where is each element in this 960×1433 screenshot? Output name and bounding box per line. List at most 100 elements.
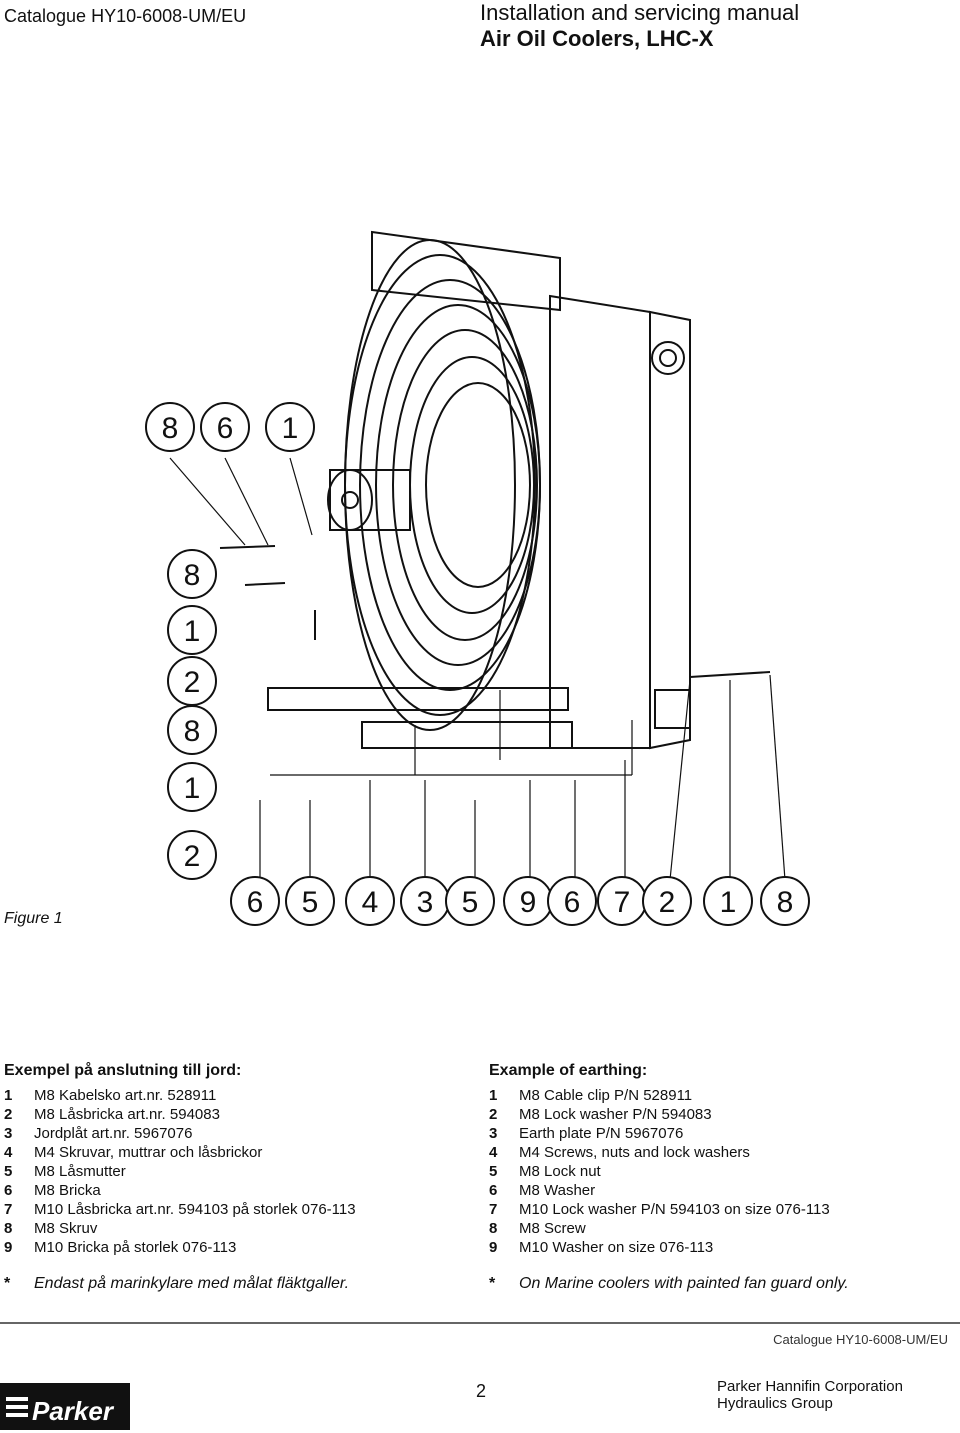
callout-side [167,549,217,880]
callout-label: 3 [417,886,434,919]
callout-label: 6 [247,886,264,919]
item-text: M8 Washer [519,1182,596,1199]
item-number: 4 [4,1144,13,1161]
item-number: 1 [489,1087,498,1104]
english-heading: Example of earthing: [489,1062,648,1079]
manual-title: Installation and servicing manual [480,0,800,25]
footer-divider [0,1322,960,1324]
company-block: Parker Hannifin Corporation Hydraulics G… [717,1378,903,1412]
item-number: 7 [4,1201,13,1218]
item-text: M8 Lock nut [519,1163,601,1180]
item-number: 6 [489,1182,498,1199]
figure-caption: Figure 1 [4,910,63,927]
item-number: 1 [4,1087,13,1104]
list-item: 5 M8 Låsmutter [4,1162,454,1181]
list-item: 6 M8 Bricka [4,1181,454,1200]
list-item: 3 Earth plate P/N 5967076 [489,1124,939,1143]
item-text: M4 Skruvar, muttrar och låsbrickor [34,1144,263,1161]
fan-motor [327,469,411,531]
item-number: 9 [4,1239,13,1256]
item-text: Jordplåt art.nr. 5967076 [34,1125,193,1142]
callout-bottom [230,876,810,926]
list-item: 7 M10 Låsbricka art.nr. 594103 på storlek… [4,1200,454,1219]
item-text: M8 Skruv [34,1220,98,1237]
base-foot-left [267,687,569,711]
item-number: 9 [489,1239,498,1256]
callout-6-top [200,402,250,452]
note-text: Endast på marinkylare med målat fläktgal… [34,1275,350,1292]
list-item: 9 M10 Washer on size 076-113 [489,1238,939,1257]
item-number: 6 [4,1182,13,1199]
callout-label: 4 [362,886,379,919]
note-asterisk: * [4,1275,11,1292]
callout-label: 5 [462,886,479,919]
english-note: *On Marine coolers with painted fan guar… [489,1275,939,1293]
callout-label: 1 [282,412,299,445]
parker-logo: Parker [0,1383,130,1430]
item-text: M10 Lock washer P/N 594103 on size 076-1… [519,1201,830,1218]
cooler-housing [371,230,561,312]
swedish-heading: Exempel på anslutning till jord: [4,1062,242,1079]
item-number: 2 [4,1106,13,1123]
callout-label: 2 [659,886,676,919]
callout-label: 8 [162,412,179,445]
item-text: M10 Låsbricka art.nr. 594103 på storlek … [34,1201,356,1218]
item-text: M10 Bricka på storlek 076-113 [34,1239,237,1256]
callout-label: 5 [302,886,319,919]
item-text: M8 Cable clip P/N 528911 [519,1087,693,1104]
swedish-parts-list: Exempel på anslutning till jord: 1 M8 Kab… [4,1062,454,1293]
callout-label: 6 [217,412,234,445]
list-item: 2 M8 Lock washer P/N 594083 [489,1105,939,1124]
swedish-note: * Endast på marinkylare med målat fläktga… [4,1275,454,1293]
callout-label: 8 [777,886,794,919]
list-item: 9 M10 Bricka på storlek 076-113 [4,1238,454,1257]
item-text: M8 Lock washer P/N 594083 [519,1106,712,1123]
svg-text:Parker: Parker [32,1396,115,1426]
item-text: M8 Kabelsko art.nr. 528911 [34,1087,217,1104]
list-item: 1 M8 Cable clip P/N 528911 [489,1086,939,1105]
item-number: 2 [489,1106,498,1123]
oil-port [651,341,685,375]
callout-label: 8 [184,715,201,748]
item-number: 3 [489,1125,498,1142]
item-number: 8 [4,1220,13,1237]
list-item: 3 Jordplåt art.nr. 5967076 [4,1124,454,1143]
item-number: 7 [489,1201,498,1218]
item-number: 3 [4,1125,13,1142]
callout-label: 1 [184,772,201,805]
item-number: 5 [4,1163,13,1180]
item-text: M8 Bricka [34,1182,101,1199]
list-item: 7 M10 Lock washer P/N 594103 on size 076-… [489,1200,939,1219]
note-asterisk: * [489,1275,496,1292]
callout-label: 7 [614,886,631,919]
item-text: M4 Screws, nuts and lock washers [519,1144,750,1161]
header-catalogue: Catalogue HY10-6008-UM/EU [4,6,247,26]
cooler-exploded-drawing: 8 6 1 8 1 2 8 1 2 [145,230,810,926]
product-title: Air Oil Coolers, LHC-X [480,26,714,51]
english-parts-list: Example of earthing: 1 M8 Cable clip P/N … [489,1062,939,1293]
list-item: 2 M8 Låsbricka art.nr. 594083 [4,1105,454,1124]
callout-label: 8 [184,559,201,592]
list-item: 4 M4 Skruvar, muttrar och låsbrickor [4,1143,454,1162]
cooler-side-panel [549,294,651,749]
callout-label: 6 [564,886,581,919]
item-number: 4 [489,1144,498,1161]
callout-1-top [265,402,315,452]
callout-label: 1 [184,615,201,648]
list-item: 1 M8 Kabelsko art.nr. 528911 [4,1086,454,1105]
list-item: 8 M8 Skruv [4,1219,454,1238]
item-text: M8 Låsmutter [34,1163,126,1180]
header-block: Installation and servicing manual Air Oi… [480,0,799,52]
callout-label: 2 [184,840,201,873]
callout-label: 2 [184,666,201,699]
callout-label: 1 [720,886,737,919]
item-number: 8 [489,1220,498,1237]
item-text: M10 Washer on size 076-113 [519,1239,714,1256]
item-text: M8 Låsbricka art.nr. 594083 [34,1106,220,1123]
list-item: 6 M8 Washer [489,1181,939,1200]
callout-8-top [145,402,195,452]
item-text: Earth plate P/N 5967076 [519,1125,684,1142]
fan-guard [344,239,541,731]
